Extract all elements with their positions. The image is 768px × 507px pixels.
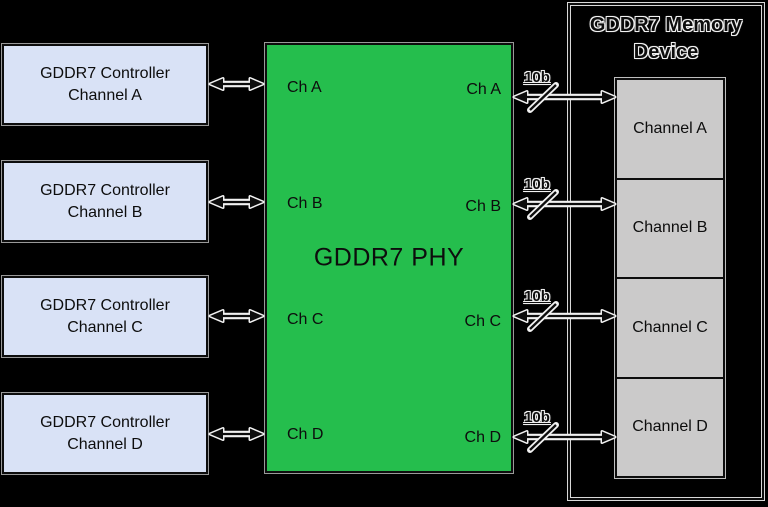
controller-box-channel-c: GDDR7 Controller Channel C bbox=[2, 276, 208, 357]
memory-channel-c: Channel C bbox=[617, 277, 723, 377]
controller-box-channel-a: GDDR7 Controller Channel A bbox=[2, 44, 208, 125]
phy-right-port-ch-a: Ch A bbox=[466, 81, 501, 98]
controller-label-line1: GDDR7 Controller bbox=[40, 181, 170, 199]
phy-left-port-ch-d: Ch D bbox=[287, 426, 324, 443]
phy-title: GDDR7 PHY bbox=[313, 243, 465, 272]
controller-label-line1: GDDR7 Controller bbox=[40, 64, 170, 82]
controller-label-line2: Channel D bbox=[67, 435, 143, 453]
controller-box-channel-d: GDDR7 Controller Channel D bbox=[2, 393, 208, 474]
phy-right-port-ch-b: Ch B bbox=[465, 198, 501, 215]
phy-left-port-ch-c: Ch C bbox=[287, 311, 324, 328]
memory-device-title-line1: GDDR7 Memory bbox=[589, 14, 743, 36]
phy-left-port-ch-b: Ch B bbox=[287, 195, 323, 212]
bus-width-label-a: 10b bbox=[524, 69, 550, 86]
memory-channel-a: Channel A bbox=[617, 80, 723, 178]
phy-left-port-ch-a: Ch A bbox=[287, 79, 322, 96]
bus-width-label-d: 10b bbox=[524, 409, 550, 426]
controller-label-line1: GDDR7 Controller bbox=[40, 296, 170, 314]
bus-width-label-b: 10b bbox=[524, 176, 550, 193]
controller-phy-arrow-c bbox=[210, 311, 263, 322]
memory-device-title: GDDR7 Memory Device bbox=[570, 12, 762, 66]
controller-label-line2: Channel C bbox=[67, 318, 143, 336]
phy-box: GDDR7 PHY bbox=[265, 43, 513, 473]
controller-label-line1: GDDR7 Controller bbox=[40, 413, 170, 431]
phy-right-port-ch-d: Ch D bbox=[464, 429, 501, 446]
phy-right-port-ch-c: Ch C bbox=[464, 313, 501, 330]
controller-label-line2: Channel A bbox=[68, 86, 142, 104]
bus-width-label-c: 10b bbox=[524, 288, 550, 305]
memory-channel-d: Channel D bbox=[617, 376, 723, 476]
memory-device-title-line2: Device bbox=[633, 41, 699, 63]
controller-phy-arrow-a bbox=[210, 79, 263, 90]
controller-label-line2: Channel B bbox=[67, 203, 143, 221]
memory-channel-stack: Channel A Channel B Channel C Channel D bbox=[615, 78, 725, 478]
controller-phy-arrow-b bbox=[210, 197, 263, 208]
controller-phy-arrow-d bbox=[210, 429, 263, 440]
memory-device-box: GDDR7 Memory Device bbox=[568, 3, 764, 500]
memory-channel-b: Channel B bbox=[617, 177, 723, 277]
controller-box-channel-b: GDDR7 Controller Channel B bbox=[2, 161, 208, 242]
